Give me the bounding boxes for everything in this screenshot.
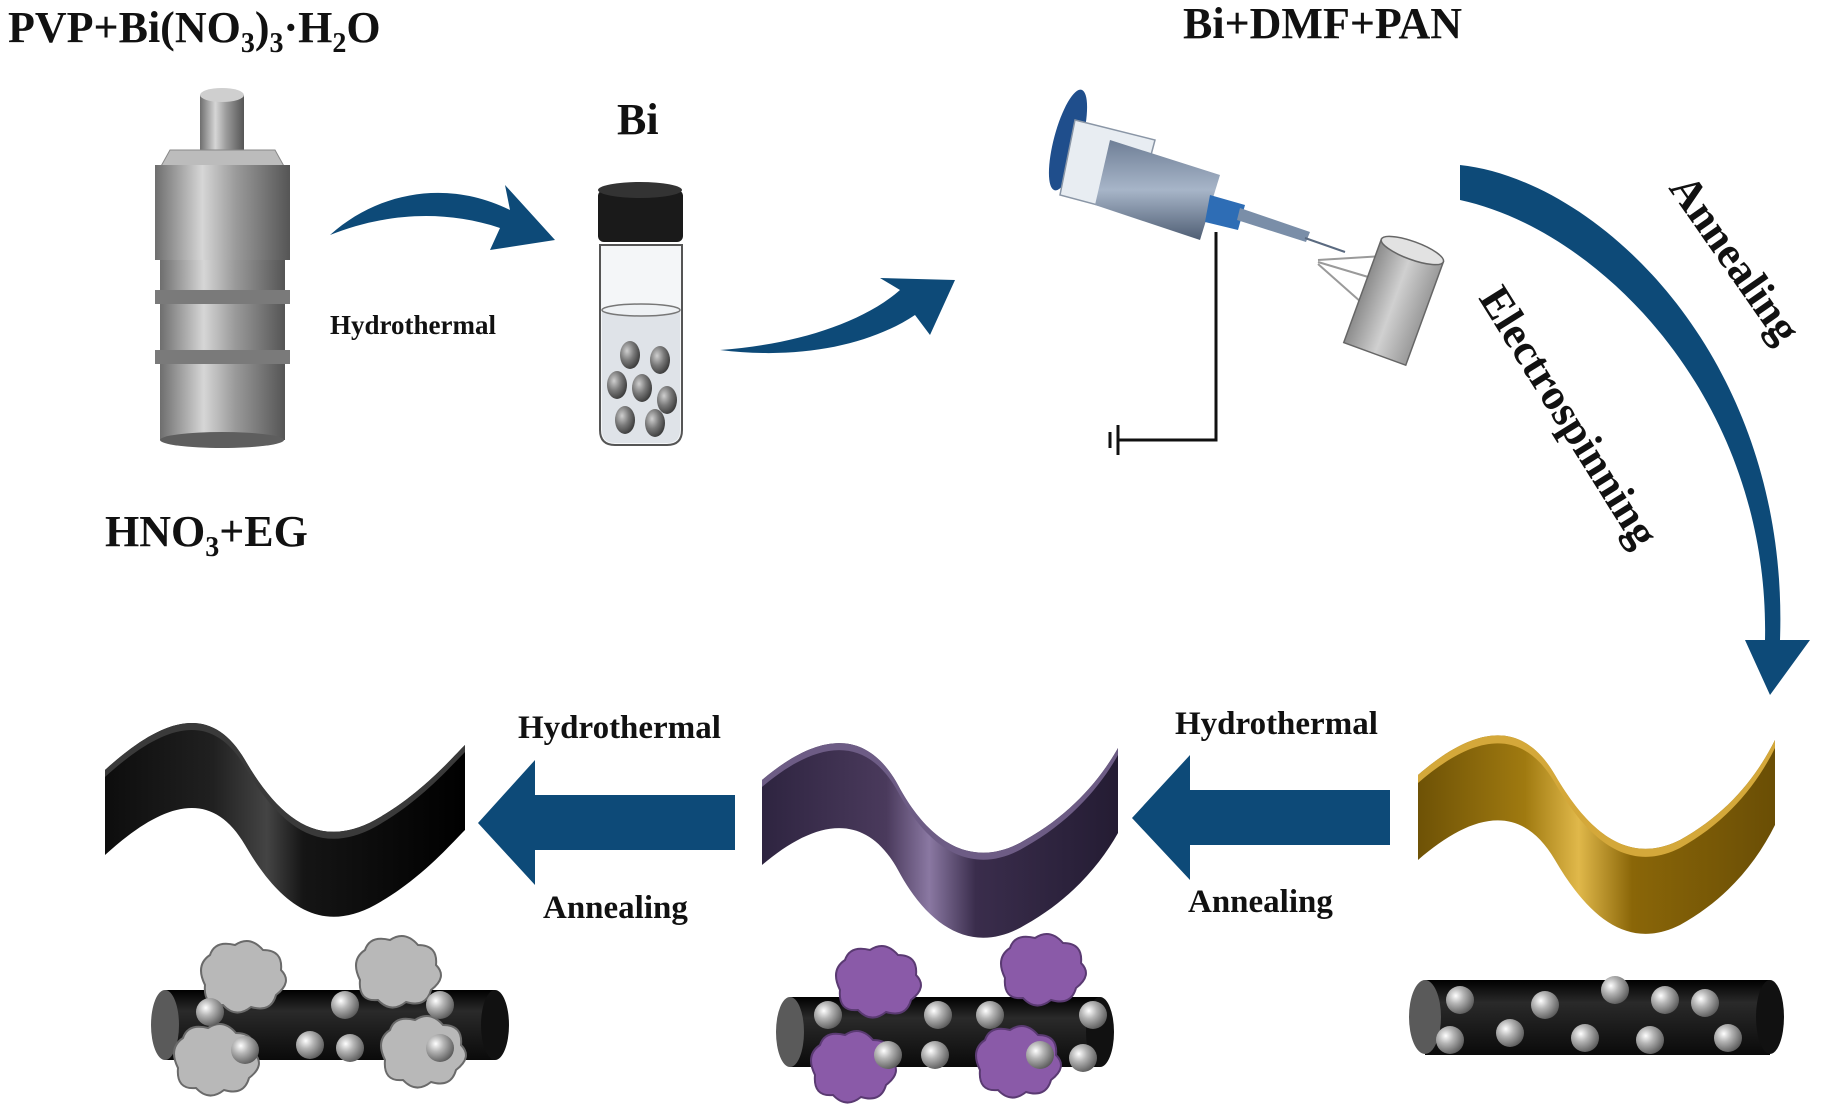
gold-ribbon: [1418, 735, 1775, 934]
arrow-left-bottom: [478, 760, 735, 885]
fiber-purple-flakes: [776, 933, 1114, 1104]
annealing-label-right: Annealing: [1188, 884, 1333, 920]
solution-label: Bi+DMF+PAN: [1183, 0, 1462, 48]
purple-flake: [1000, 933, 1087, 1007]
gray-flake: [200, 940, 287, 1014]
arrow-hydrothermal: [330, 185, 555, 250]
hydrothermal-label-right: Hydrothermal: [1175, 706, 1378, 742]
arrow-middle-bottom: [1132, 755, 1390, 880]
hydrothermal-label-top: Hydrothermal: [330, 310, 496, 340]
electrospinning-setup: [1048, 89, 1445, 455]
hno3-eg-label: HNO3+EG: [105, 507, 308, 563]
autoclave-reactor: [155, 88, 290, 448]
purple-ribbon: [762, 743, 1118, 938]
fiber-gray-flakes: [151, 935, 509, 1097]
arrow-to-electrospinning: [720, 278, 955, 354]
annealing-label-left: Annealing: [543, 890, 688, 926]
bi-label: Bi: [617, 95, 659, 144]
black-ribbon: [105, 722, 465, 917]
bi-vial: [598, 182, 683, 446]
hydrothermal-label-left: Hydrothermal: [518, 710, 721, 746]
gray-flake: [355, 935, 442, 1009]
purple-flake: [835, 945, 922, 1019]
fiber-spheres-only: [1409, 976, 1784, 1055]
electrospinning-arc-label: Electrospinning: [1470, 277, 1669, 555]
arrow-annealing-curve: [1460, 165, 1810, 695]
precursor-formula-label: PVP+Bi(NO3)3·H2O: [8, 3, 381, 59]
gray-flake: [380, 1015, 467, 1089]
